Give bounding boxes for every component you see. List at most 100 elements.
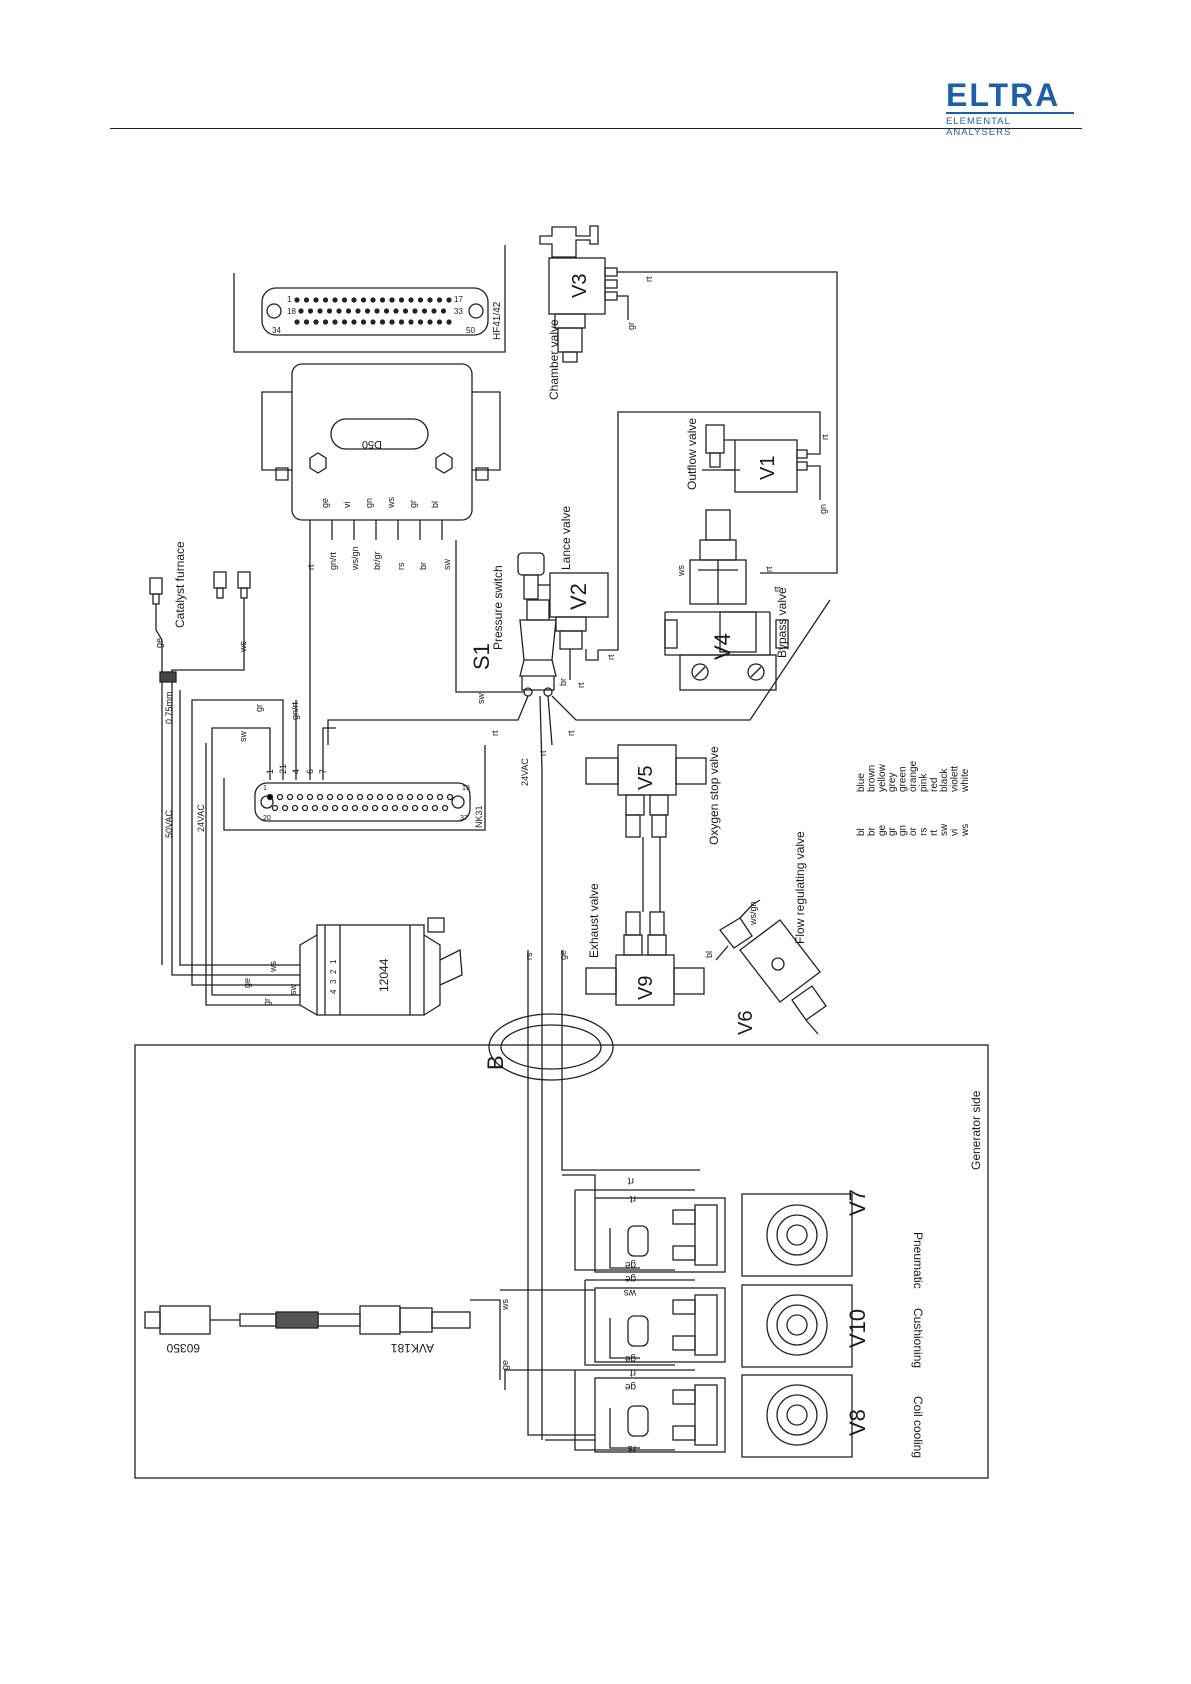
- legend-code: gr: [887, 826, 898, 836]
- v5-id: V5: [635, 766, 657, 790]
- nk-pin-dot: [376, 793, 384, 801]
- hf-pin-dot: [360, 297, 367, 303]
- nk-pin-dot: [351, 804, 359, 812]
- d50-pin-label: ws: [386, 497, 396, 509]
- hf-pin-dot: [436, 319, 443, 325]
- d50-wire-label: sw: [442, 559, 452, 571]
- hf-pin-dot: [351, 297, 357, 303]
- nk-gnrt-label: gn/rt: [290, 701, 300, 720]
- legend-code: br: [866, 826, 877, 836]
- v7-rt-a-label: rt: [628, 1175, 634, 1186]
- v3-gr-label: gr: [626, 322, 636, 330]
- v2-id: V2: [566, 583, 591, 610]
- s1-name: Pressure switch: [491, 565, 505, 650]
- hf-pin-dot: [408, 297, 414, 303]
- nk-pin-number: 1: [265, 769, 275, 774]
- v9-name: Exhaust valve: [587, 883, 601, 958]
- b-ge-label: ge: [558, 950, 568, 960]
- v10-ge-label: ge: [624, 1273, 636, 1284]
- hf-pin-33: 33: [454, 307, 463, 316]
- nk-pin-dot: [331, 804, 339, 812]
- hf-pin-dot: [294, 297, 300, 303]
- tr-sw-label: sw: [288, 984, 298, 996]
- legend-color: white: [960, 768, 971, 793]
- v5-component: [585, 744, 707, 912]
- nk-pin-dot: [391, 804, 399, 812]
- nk-connector: [179, 690, 486, 1006]
- v7-id: V7: [845, 1189, 870, 1216]
- hf-connector: [233, 245, 506, 353]
- cable-ring-b: [488, 950, 700, 1440]
- nk-pin-dot: [386, 793, 394, 801]
- hf-pin-dot: [370, 319, 376, 325]
- v7-ge-label: ge: [624, 1259, 636, 1270]
- nk-pin-number: 21: [278, 764, 288, 774]
- generator-side-box: [134, 1044, 989, 1479]
- legend-color: red: [929, 778, 940, 792]
- hf-pin-dot: [436, 297, 443, 303]
- v6-name: Flow regulating valve: [793, 831, 807, 944]
- hf-pin-dot: [341, 319, 348, 325]
- v2-name: Lance valve: [559, 506, 573, 570]
- avk-ge-label: ge: [500, 1360, 510, 1370]
- hf-pin-18: 18: [287, 307, 296, 316]
- b-rs-label: rs: [524, 952, 534, 960]
- v6-id: V6: [735, 1011, 757, 1035]
- legend-code: ge: [877, 824, 888, 836]
- v4-id: V4: [710, 633, 735, 660]
- nk-pin-dot: [326, 793, 334, 801]
- hf-pin-dot: [417, 319, 424, 325]
- v1-id: V1: [757, 456, 779, 480]
- hf-pin-dot: [427, 297, 433, 303]
- hf-pin-dot: [307, 308, 314, 314]
- s1-br-label: br: [558, 678, 568, 686]
- s1-id: S1: [469, 643, 494, 670]
- hf-pin-dot: [298, 308, 304, 314]
- nk-pin-dot: [416, 793, 424, 801]
- v8-name: Coil cooling: [911, 1396, 925, 1458]
- hf-pin-dot: [402, 308, 409, 314]
- hf-pin-dot: [393, 308, 399, 314]
- legend-color: violett: [950, 766, 961, 792]
- nk-pin-dot: [371, 804, 379, 812]
- nk-pin-dot: [356, 793, 364, 801]
- v1-name: Outflow valve: [685, 418, 699, 490]
- hf-pin-dot: [322, 319, 329, 325]
- d50-pin-label: bl: [430, 501, 440, 508]
- hf-pin-dot: [389, 319, 395, 325]
- hf-pin-dot: [370, 297, 376, 303]
- nk-pin-dot: [276, 793, 284, 801]
- hf-pin-dot: [446, 297, 452, 303]
- b-label: B: [483, 1055, 508, 1070]
- hf-pin-dot: [332, 319, 338, 325]
- solenoid-bank: [500, 1174, 853, 1458]
- hf-pin-dot: [360, 319, 367, 325]
- nk-pin-dot: [441, 804, 449, 812]
- v9-id: V9: [635, 976, 657, 1000]
- v6-wsgn-label: ws/gn: [748, 901, 758, 926]
- hf-pin-dot: [398, 319, 405, 325]
- transformer-pin-number: 2: [329, 969, 338, 974]
- v8-rs-label: rs: [628, 1443, 636, 1454]
- catalyst-furnace: [149, 571, 300, 976]
- legend-code: bl: [856, 828, 867, 836]
- v3-id: V3: [569, 274, 591, 298]
- hf-pin-dot: [427, 319, 433, 325]
- mm-label: 0.75mm: [164, 691, 174, 724]
- v3-name: Chamber valve: [547, 319, 561, 400]
- page-header: ELTRA ELEMENTAL ANALYSERS: [0, 0, 1191, 140]
- hf-pin-dot: [398, 297, 405, 303]
- v8-id: V8: [845, 1409, 870, 1436]
- v5-name: Oxygen stop valve: [707, 746, 721, 845]
- hf-pin-dot: [431, 308, 437, 314]
- v7-rt-b-label: rt: [630, 1193, 636, 1204]
- hf-pin-dot: [341, 297, 348, 303]
- nk-pin-dot: [426, 793, 434, 801]
- hf-pin-dot: [379, 297, 386, 303]
- legend-color: yellow: [877, 763, 888, 792]
- v6-bl-label: bl: [704, 951, 714, 958]
- s1-rt-right-label: rt: [566, 730, 576, 736]
- hf-pin-dot: [332, 297, 338, 303]
- hf-pin-dot: [355, 308, 361, 314]
